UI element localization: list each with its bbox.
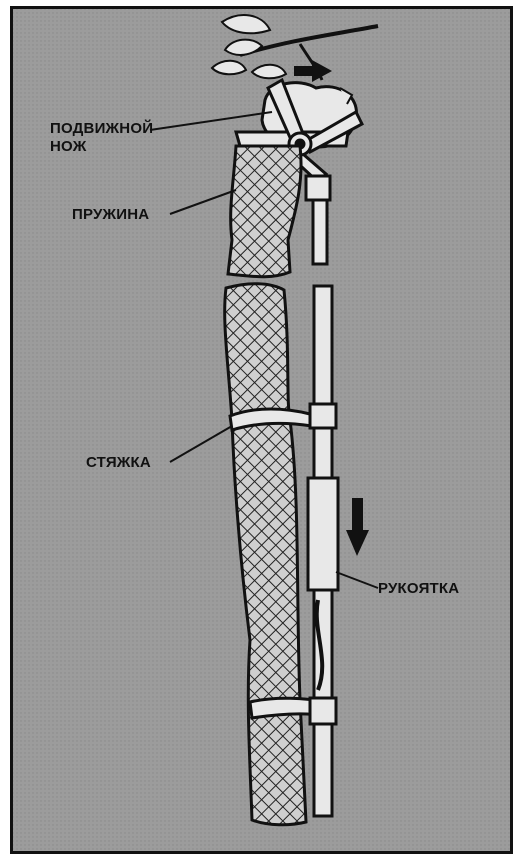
label-movable-knife: ПОДВИЖНОЙ НОЖ xyxy=(50,120,153,156)
handle-sleeve xyxy=(308,478,338,590)
label-knife-line2: НОЖ xyxy=(50,138,153,156)
net-upper xyxy=(228,146,301,277)
label-handle: РУКОЯТКА xyxy=(378,580,459,598)
label-spring: ПРУЖИНА xyxy=(72,206,149,224)
label-knife-line1: ПОДВИЖНОЙ xyxy=(50,120,153,138)
label-tie: СТЯЖКА xyxy=(86,454,151,472)
